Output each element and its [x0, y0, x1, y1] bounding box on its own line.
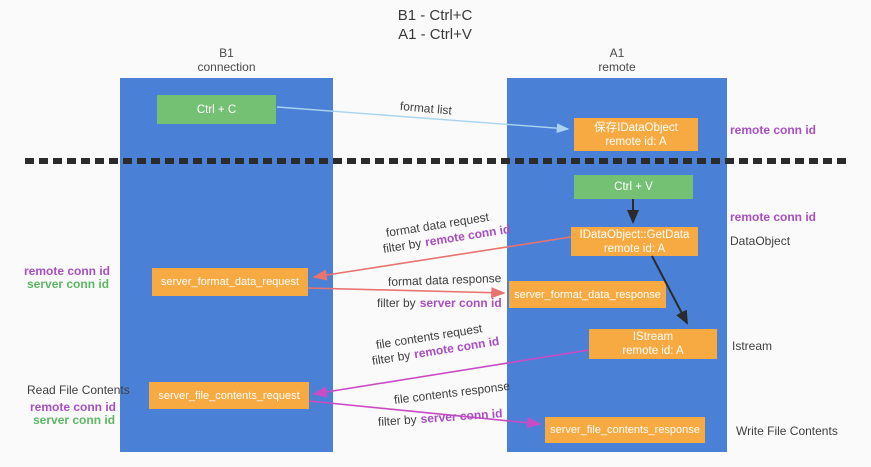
node-server-format-data-request: server_format_data_request	[152, 268, 308, 296]
lane-b1-role: connection	[197, 60, 256, 74]
label-write-file-contents: Write File Contents	[736, 424, 838, 438]
node-ctrl-c: Ctrl + C	[157, 95, 276, 124]
node-ctrl-v: Ctrl + V	[574, 175, 693, 199]
lane-b1-name: B1	[219, 46, 234, 60]
label-format-list: format list	[399, 99, 453, 118]
ctrl-v-label: Ctrl + V	[614, 181, 653, 193]
node-server-format-data-response: server_format_data_response	[509, 281, 666, 308]
ctrl-c-label: Ctrl + C	[196, 103, 237, 116]
label-remote-conn-id-right-top: remote conn id	[730, 123, 817, 137]
server-conn-id-text: server conn id	[419, 296, 502, 310]
label-read-file-contents: Read File Contents	[27, 383, 130, 397]
lane-header-a1: A1 remote	[507, 46, 727, 74]
format-response-label: server_format_data_response	[514, 288, 661, 301]
istream-line1: IStream	[632, 331, 674, 343]
save-idataobject-line2: remote id: A	[605, 135, 667, 148]
getdata-line1: IDataObject::GetData	[579, 228, 690, 241]
label-istream: Istream	[732, 339, 773, 353]
server-conn-id-text: server conn id	[420, 406, 503, 427]
arrow-format-data-response	[307, 287, 506, 299]
filter-by-text: filter by	[377, 296, 416, 310]
label-remote-conn-id-left-bottom: remote conn id	[30, 400, 117, 414]
label-format-data-response: format data response	[387, 271, 502, 289]
filter-by-text: filter by	[377, 412, 418, 429]
label-file-contents-response: file contents response	[393, 378, 511, 407]
node-save-idataobject: 保存IDataObject remote id: A	[574, 118, 698, 151]
lane-a1-name: A1	[609, 46, 625, 60]
title-line-1: B1 - Ctrl+C	[397, 7, 473, 24]
node-istream: IStream remote id: A	[589, 329, 717, 359]
format-request-label: server_format_data_request	[160, 276, 300, 288]
save-idataobject-line1: 保存IDataObject	[594, 121, 678, 134]
node-idataobject-getdata: IDataObject::GetData remote id: A	[571, 227, 698, 256]
lane-header-b1: B1 connection	[120, 46, 333, 74]
label-remote-conn-id-left-top: remote conn id	[24, 264, 111, 278]
phase-divider-dashed-line	[25, 158, 847, 164]
file-request-label: server_file_contents_request	[158, 389, 300, 402]
node-server-file-contents-request: server_file_contents_request	[149, 382, 309, 409]
label-server-conn-id-left-top: server conn id	[27, 277, 110, 291]
getdata-line2: remote id: A	[603, 242, 666, 255]
title-line-2: A1 - Ctrl+V	[398, 26, 472, 43]
istream-line2: remote id: A	[622, 345, 684, 357]
label-remote-conn-id-right-mid: remote conn id	[730, 210, 817, 224]
lane-a1-role: remote	[598, 60, 636, 74]
file-response-label: server_file_contents_response	[550, 424, 700, 436]
diagram-title: B1 - Ctrl+C A1 - Ctrl+V	[335, 6, 535, 44]
label-server-conn-id-left-bottom: server conn id	[33, 413, 116, 427]
node-server-file-contents-response: server_file_contents_response	[545, 417, 705, 443]
label-dataobject: DataObject	[730, 234, 791, 248]
